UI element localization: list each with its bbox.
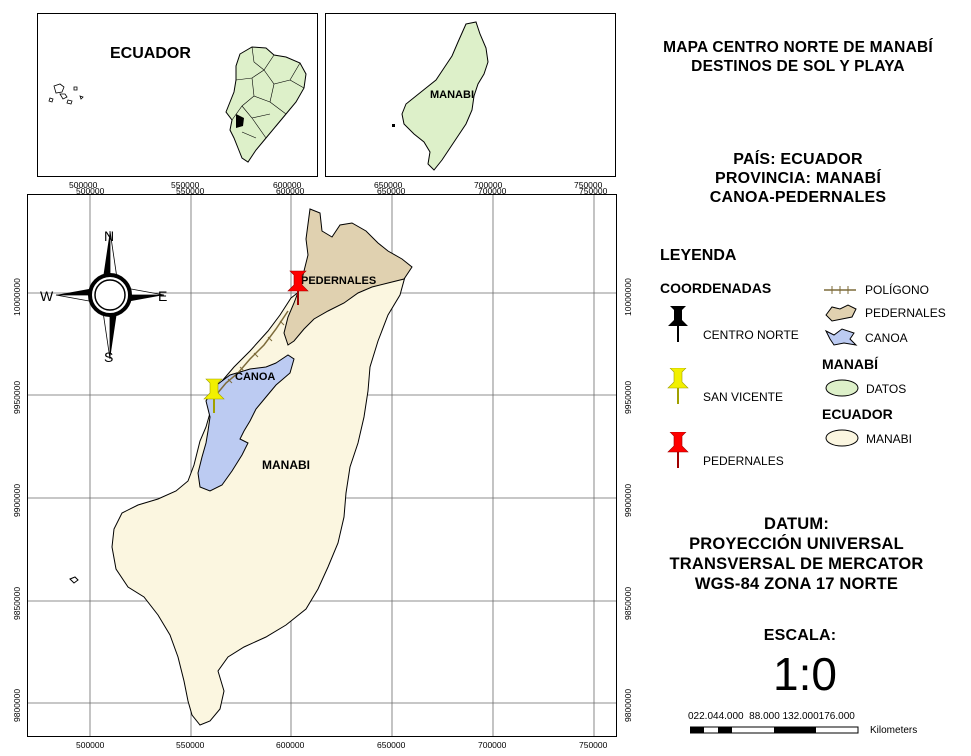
map-label-canoa: CANOA [235,371,275,383]
legend-manabi-heading: MANABÍ [822,356,878,372]
main-bottom-tick: 600000 [276,740,305,750]
manabi-inset-shape [401,21,489,171]
polygon-line [215,310,289,396]
main-left-tick: 9850000 [12,586,22,620]
legend-polygon-line-icon [824,286,856,294]
main-bottom-tick: 500000 [76,740,105,750]
main-bottom-tick: 750000 [579,740,608,750]
polygon-line-ticks [227,320,285,384]
scale-unit: Kilometers [870,725,918,736]
small-island [69,576,79,584]
legend-canoa-fill-label: CANOA [865,331,908,345]
manabi-highlight [236,114,244,128]
inset-manabi-map: MANABI [392,21,489,171]
datum-line1: DATUM: [763,515,830,533]
compass-east: E [158,288,167,304]
inset2-tick: 750000 [574,180,603,190]
scale-bar-labels: 022.044.000 88.000 132.000176.000 [688,711,855,722]
main-left-tick: 9900000 [12,483,22,517]
datum-line3: TRANSVERSAL DE MERCATOR [669,555,924,573]
info-country: PAÍS: ECUADOR [733,151,863,168]
map-title-line2: DESTINOS DE SOL Y PLAYA [691,58,905,75]
scale-heading: ESCALA: [763,627,837,644]
main-top-tick: 550000 [176,186,205,196]
scale-bar [690,726,859,734]
main-right-tick: 9800000 [623,688,633,722]
main-top-tick: 650000 [377,186,406,196]
legend-point-pedernales: PEDERNALES [703,454,784,468]
main-bottom-tick: 550000 [176,740,205,750]
main-left-tick: 10000000 [12,278,22,316]
compass-west: W [40,288,54,304]
inset2-tick: 650000 [374,180,403,190]
inset1-tick: 550000 [171,180,200,190]
inset-ecuador-map: ECUADOR [48,45,307,163]
main-bottom-tick: 650000 [377,740,406,750]
info-province: PROVINCIA: MANABÍ [714,170,882,187]
inset-ecuador-label: ECUADOR [110,45,191,62]
datum-line4: WGS-84 ZONA 17 NORTE [694,575,899,593]
info-area: CANOA-PEDERNALES [709,189,887,206]
legend-polygon-label: POLÍGONO [865,283,930,297]
main-left-tick: 9950000 [12,380,22,414]
legend-point-centro-norte: CENTRO NORTE [703,328,799,342]
inset-manabi-frame: MANABI [325,13,616,177]
scale-ratio: 1:0 [773,648,837,700]
legend-manabi-swatch-icon [825,429,859,447]
main-top-tick: 700000 [478,186,507,196]
legend-point-san-vicente: SAN VICENTE [703,390,784,404]
galapagos-islands [48,83,84,105]
ecuador-mainland [225,46,307,163]
legend-manabi-label: MANABI [866,432,913,446]
datum-block: DATUM: PROYECCIÓN UNIVERSAL TRANSVERSAL … [622,514,971,594]
red-pushpin-icon [287,270,309,305]
legend-datos-swatch-icon [825,379,859,397]
ecuador-provinces [231,46,305,139]
map-label-pedernales: PEDERNALES [301,275,376,287]
inset-manabi-label: MANABI [430,89,474,101]
legend-black-pin-icon [668,306,688,342]
legend-pedernales-fill-label: PEDERNALES [865,306,946,320]
main-bottom-tick: 700000 [478,740,507,750]
main-top-tick: 600000 [276,186,305,196]
compass-rose-icon [55,230,165,360]
legend-ecuador-heading: ECUADOR [822,406,893,422]
map-title: MAPA CENTRO NORTE DE MANABÍ DESTINOS DE … [625,38,971,76]
legend-canoa-swatch-icon [824,328,858,346]
main-left-tick: 9800000 [12,688,22,722]
main-map: PEDERNALES CANOA MANABI N S W [28,195,616,736]
inset2-tick: 700000 [474,180,503,190]
compass-south: S [104,349,113,365]
inset-ecuador-frame: ECUADOR [37,13,318,177]
main-map-frame: PEDERNALES CANOA MANABI N S W [27,194,617,737]
legend-title: LEYENDA [660,247,737,264]
legend-datos-label: DATOS [866,382,907,396]
main-right-tick: 9900000 [623,483,633,517]
main-right-tick: 10000000 [623,278,633,316]
compass-north: N [104,228,114,244]
legend-pedernales-swatch-icon [825,304,857,322]
datum-line2: PROYECCIÓN UNIVERSAL [689,535,904,553]
legend-yellow-pin-icon [667,368,689,404]
manabi-province-shape [111,260,407,726]
map-title-line1: MAPA CENTRO NORTE DE MANABÍ [663,39,933,56]
main-right-tick: 9950000 [623,380,633,414]
main-top-tick: 750000 [579,186,608,196]
legend-red-pin-icon [667,432,689,468]
info-block: PAÍS: ECUADOR PROVINCIA: MANABÍ CANOA-PE… [625,150,971,207]
pedernales-canton-shape [283,208,413,346]
legend-coordinates-heading: COORDENADAS [660,280,772,296]
inset1-tick: 500000 [69,180,98,190]
yellow-pushpin-icon [203,378,225,413]
map-label-manabi: MANABI [262,458,310,472]
main-top-tick: 500000 [76,186,105,196]
inset1-tick: 600000 [273,180,302,190]
